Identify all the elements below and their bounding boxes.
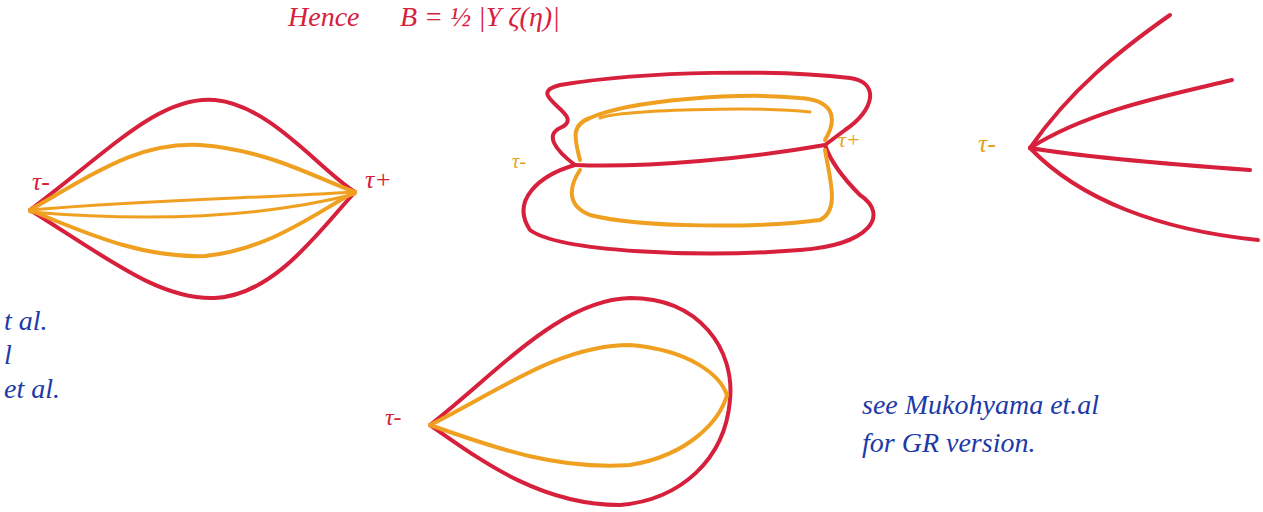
handwritten-label: l — [4, 340, 12, 371]
handwritten-label: for GR version. — [862, 428, 1035, 459]
handwritten-label: Hence — [288, 2, 360, 33]
handwritten-label: see Mukohyama et.al — [862, 390, 1099, 421]
lens-figure — [30, 100, 355, 298]
teardrop-figure — [430, 298, 730, 505]
handwritten-label: τ- — [978, 130, 996, 159]
handwritten-label: B = ½ |Y ζ(η)| — [400, 2, 560, 33]
handwritten-label: τ- — [385, 404, 402, 430]
handwritten-label: τ- — [32, 168, 50, 197]
handwritten-label: t al. — [4, 306, 48, 337]
handwritten-label: τ+ — [838, 128, 861, 152]
handwritten-label: et al. — [4, 374, 60, 405]
fan-figure — [1030, 15, 1258, 240]
handwritten-label: τ+ — [365, 166, 392, 195]
tube-figure — [524, 73, 874, 254]
handwritten-label: τ- — [512, 150, 526, 172]
